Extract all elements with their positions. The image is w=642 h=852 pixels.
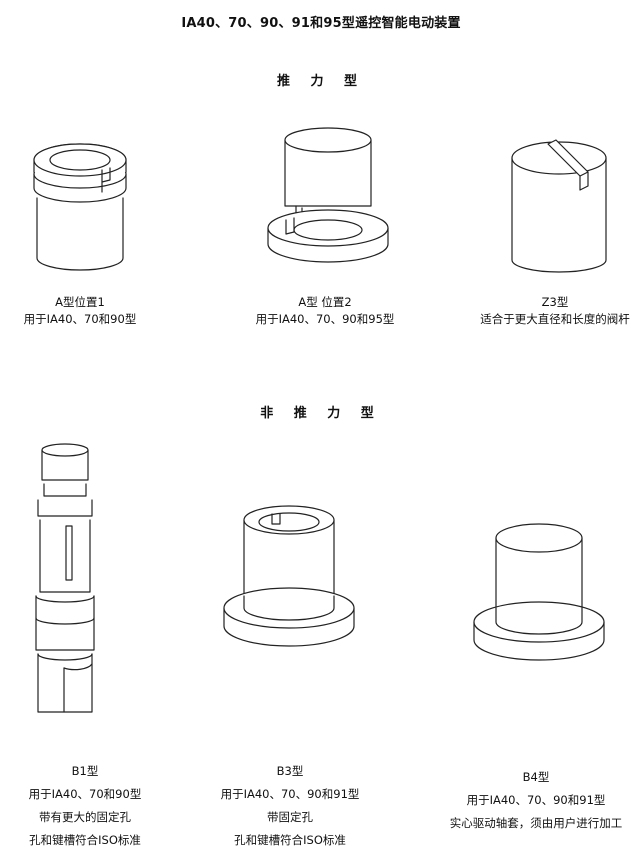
product-caption-b3: B3型 用于IA40、70、90和91型 带固定孔 孔和键槽符合ISO标准 bbox=[190, 760, 390, 852]
product-name: B3型 bbox=[276, 764, 304, 778]
product-detail: 孔和键槽符合ISO标准 bbox=[234, 833, 346, 847]
product-caption-b1: B1型 用于IA40、70和90型 带有更大的固定孔 孔和键槽符合ISO标准 bbox=[0, 760, 170, 852]
product-detail: 孔和键槽符合ISO标准 bbox=[29, 833, 141, 847]
keyed-flanged-bushing-icon bbox=[223, 505, 355, 647]
section-heading-thrust: 推 力 型 bbox=[276, 74, 366, 89]
product-name: Z3型 bbox=[541, 295, 569, 309]
page-title: IA40、70、90、91和95型遥控智能电动装置 bbox=[181, 16, 461, 31]
section-heading-non-thrust: 非 推 力 型 bbox=[260, 406, 382, 421]
product-detail: 用于IA40、70和90型 bbox=[23, 312, 137, 326]
product-caption-a-pos1: A型位置1 用于IA40、70和90型 bbox=[0, 294, 160, 328]
product-detail: 用于IA40、70、90和91型 bbox=[466, 793, 606, 807]
product-caption-b4: B4型 用于IA40、70、90和91型 实心驱动轴套，须由用户进行加工 bbox=[430, 766, 642, 835]
product-name: A型 位置2 bbox=[298, 295, 352, 309]
product-name: B1型 bbox=[71, 764, 99, 778]
product-detail: 用于IA40、70、90和91型 bbox=[220, 787, 360, 801]
splined-shaft-icon bbox=[35, 443, 95, 713]
product-caption-z3: Z3型 适合于更大直径和长度的阀杆 bbox=[470, 294, 640, 328]
product-caption-a-pos2: A型 位置2 用于IA40、70、90和95型 bbox=[230, 294, 420, 328]
product-detail: 实心驱动轴套，须由用户进行加工 bbox=[449, 816, 623, 830]
product-detail: 带固定孔 bbox=[267, 810, 313, 824]
product-detail: 用于IA40、70和90型 bbox=[28, 787, 142, 801]
solid-flanged-bushing-icon bbox=[473, 523, 605, 661]
product-detail: 带有更大的固定孔 bbox=[39, 810, 131, 824]
product-detail: 用于IA40、70、90和95型 bbox=[255, 312, 395, 326]
bushing-flange-top-icon bbox=[33, 143, 127, 271]
product-name: B4型 bbox=[522, 770, 550, 784]
bushing-flange-bottom-icon bbox=[267, 127, 389, 263]
product-name: A型位置1 bbox=[55, 295, 105, 309]
product-detail: 适合于更大直径和长度的阀杆 bbox=[480, 312, 630, 326]
slotted-cylinder-icon bbox=[511, 139, 607, 273]
